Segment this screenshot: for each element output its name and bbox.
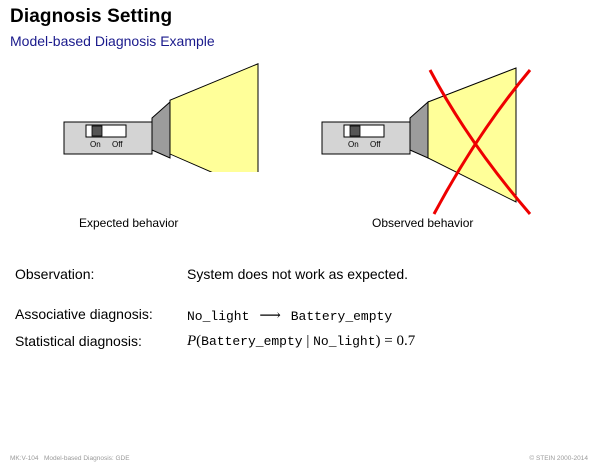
expected-flashlight-figure: On Off <box>60 62 270 194</box>
associative-lhs: No_light <box>187 309 250 324</box>
prob-event: Battery_empty <box>201 334 303 349</box>
footer-right: © STEIN 2000-2014 <box>529 455 588 462</box>
switch-on-label: On <box>348 140 359 149</box>
observed-caption: Observed behavior <box>372 216 474 230</box>
observation-text: System does not work as expected. <box>187 266 408 282</box>
prob-symbol: P <box>187 333 197 349</box>
associative-rhs: Battery_empty <box>290 309 393 324</box>
flashlight-crossed-icon: On Off <box>321 67 532 215</box>
associative-formula: No_light ⟶ Battery_empty <box>187 306 392 325</box>
switch-on-label: On <box>90 140 101 149</box>
observed-flashlight-figure: On Off <box>318 62 538 227</box>
switch-off-label: Off <box>112 140 123 149</box>
page-title: Diagnosis Setting <box>10 6 173 27</box>
page-subtitle: Model-based Diagnosis Example <box>10 33 215 49</box>
prob-condition: No_light <box>313 334 376 349</box>
switch-off-label: Off <box>370 140 381 149</box>
statistical-label: Statistical diagnosis: <box>15 333 142 349</box>
implies-arrow: ⟶ <box>259 308 281 324</box>
cross-stroke-1 <box>428 69 532 215</box>
associative-label: Associative diagnosis: <box>15 306 153 322</box>
prob-open: ( <box>196 333 202 349</box>
statistical-formula: P(Battery_empty | No_light) = 0.7 <box>187 332 415 350</box>
prob-close: ) <box>375 333 381 349</box>
footer-left: MK:V-104 Model-based Diagnosis: GDE <box>10 455 130 462</box>
prob-value: = 0.7 <box>380 333 416 349</box>
prob-given-bar: | <box>302 333 314 349</box>
observation-label: Observation: <box>15 266 95 282</box>
flashlight-icon: On Off <box>63 63 259 194</box>
cross-stroke-2 <box>432 69 532 215</box>
expected-caption: Expected behavior <box>79 216 179 230</box>
